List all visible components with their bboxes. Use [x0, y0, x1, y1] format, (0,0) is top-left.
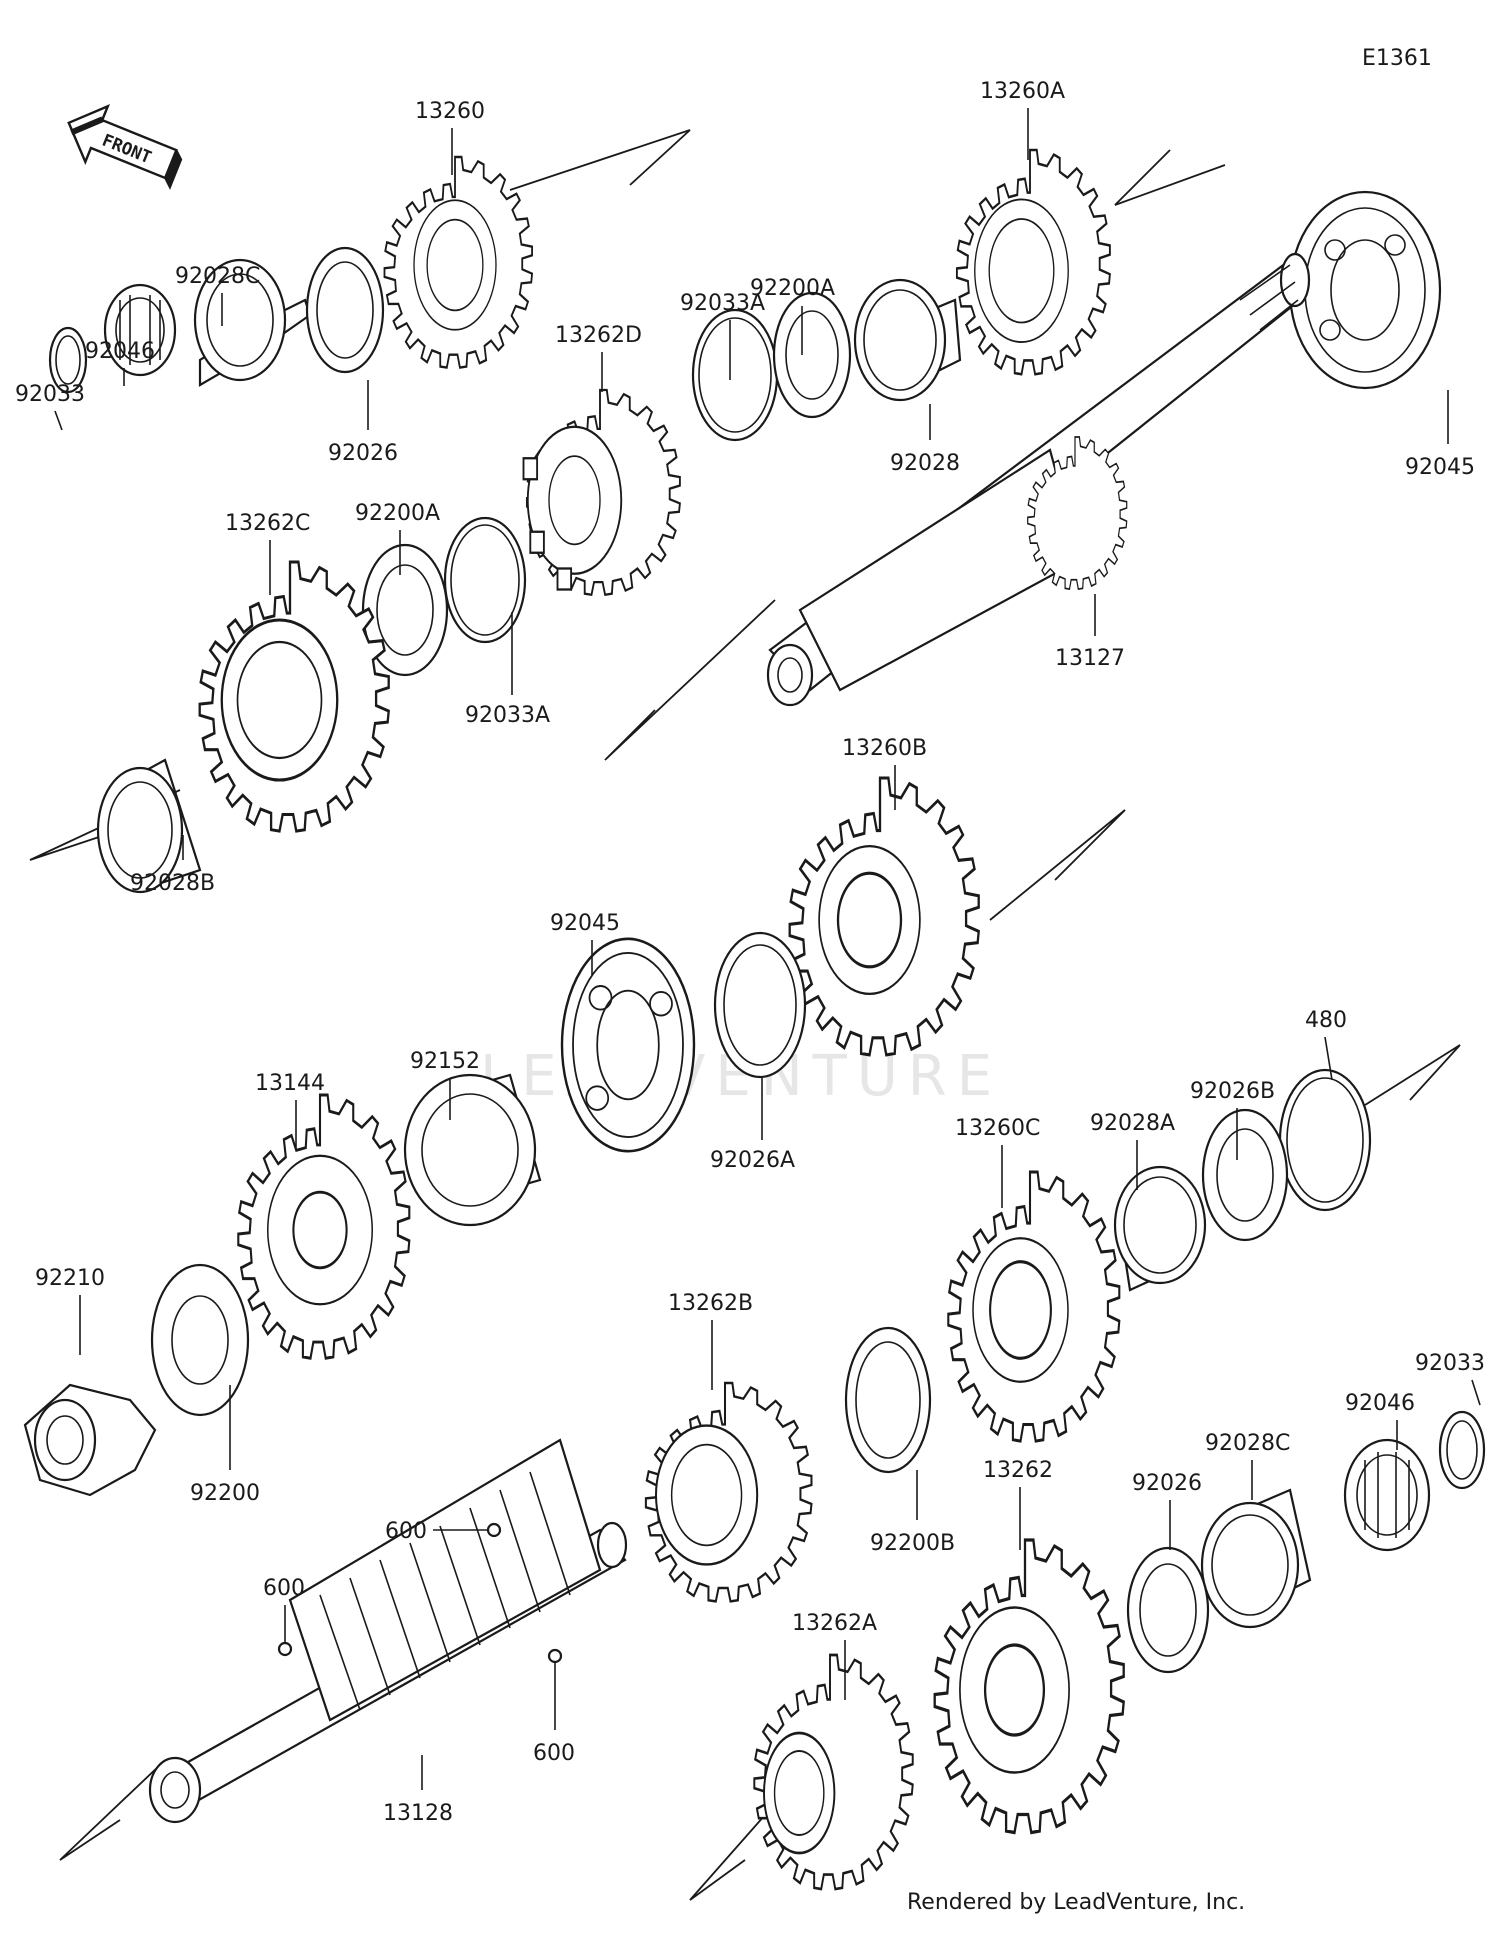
- label-13262c: 13262C: [225, 511, 310, 536]
- label-13127: 13127: [1055, 646, 1125, 671]
- label-92026a: 92026A: [710, 1148, 795, 1173]
- label-600-right: 600: [533, 1741, 575, 1766]
- label-92045-upper: 92045: [1405, 455, 1475, 480]
- label-13262b: 13262B: [668, 1291, 753, 1316]
- part-92026-washer: [305, 246, 385, 374]
- label-13262a: 13262A: [792, 1611, 877, 1636]
- part-92200b-washer: [844, 1326, 932, 1474]
- label-92026: 92026: [328, 441, 398, 466]
- label-92045-lower: 92045: [550, 911, 620, 936]
- part-92046-needle-bearing-lower: [1343, 1438, 1431, 1552]
- part-92045-bearing-lower: [560, 937, 696, 1153]
- part-92210-nut: [23, 1383, 157, 1497]
- label-600-top: 600: [385, 1519, 427, 1544]
- label-13260a: 13260A: [980, 79, 1065, 104]
- label-13262: 13262: [983, 1458, 1053, 1483]
- part-92028-collar: [853, 278, 962, 402]
- part-92152-collar: [403, 1073, 542, 1227]
- part-92033-circlip: [48, 326, 88, 394]
- label-92200: 92200: [190, 1481, 260, 1506]
- label-92026b: 92026B: [1190, 1079, 1275, 1104]
- part-480-circlip: [1278, 1068, 1372, 1212]
- part-13127-shaft: [766, 252, 1311, 707]
- label-480: 480: [1305, 1008, 1347, 1033]
- label-92028b: 92028B: [130, 871, 215, 896]
- front-arrow-icon: FRONT: [67, 104, 183, 190]
- part-92200-washer: [150, 1263, 250, 1417]
- label-13144: 13144: [255, 1071, 325, 1096]
- label-13260b: 13260B: [842, 736, 927, 761]
- part-92028c-collar-lower: [1200, 1488, 1312, 1629]
- part-92045-bearing-upper: [1288, 190, 1442, 390]
- part-13262d-gear: [522, 388, 682, 596]
- leader-lines: [54, 108, 1481, 1790]
- part-92026b-washer: [1201, 1108, 1289, 1242]
- part-13262a-gear: [753, 1653, 915, 1891]
- credit-text: Rendered by LeadVenture, Inc.: [907, 1890, 1246, 1915]
- label-92152: 92152: [410, 1049, 480, 1074]
- label-13260: 13260: [415, 99, 485, 124]
- label-92033: 92033: [15, 382, 85, 407]
- label-92046: 92046: [85, 339, 155, 364]
- part-92028a-collar: [1113, 1165, 1207, 1292]
- part-92046-needle-bearing: [103, 283, 177, 377]
- label-92026-lower: 92026: [1132, 1471, 1202, 1496]
- label-92200a-lower: 92200A: [355, 501, 440, 526]
- label-92028: 92028: [890, 451, 960, 476]
- part-92026a-washer: [713, 931, 807, 1079]
- label-92200b: 92200B: [870, 1531, 955, 1556]
- label-92028a: 92028A: [1090, 1111, 1175, 1136]
- part-92028c-collar: [193, 258, 312, 387]
- label-92028c-lower: 92028C: [1205, 1431, 1290, 1456]
- part-92033a-circlip-lower: [443, 516, 527, 644]
- label-92210: 92210: [35, 1266, 105, 1291]
- callout-labels: 13260 13260A 92028C 92046 92033 92026 13…: [15, 79, 1485, 1826]
- part-13260a-gear: [955, 148, 1112, 376]
- part-92026-washer-lower: [1126, 1546, 1210, 1674]
- label-600-left: 600: [263, 1576, 305, 1601]
- axis-lines-lower: [59, 809, 1461, 1901]
- label-13260c: 13260C: [955, 1116, 1040, 1141]
- label-92028c: 92028C: [175, 264, 260, 289]
- part-13260b-gear: [788, 776, 981, 1057]
- part-92033-circlip-lower: [1438, 1410, 1486, 1490]
- part-13262c-gear: [198, 560, 391, 833]
- part-13144-sprocket: [236, 1093, 411, 1360]
- label-92046-lower: 92046: [1345, 1391, 1415, 1416]
- label-13128: 13128: [383, 1801, 453, 1826]
- label-92033a-lower: 92033A: [465, 703, 550, 728]
- part-92200a-washer-upper: [772, 291, 852, 419]
- part-13260c-gear: [946, 1170, 1121, 1443]
- part-13262-gear: [933, 1538, 1126, 1835]
- diagram-code: E1361: [1362, 46, 1432, 71]
- part-13260-gear: [383, 155, 534, 369]
- label-92033-lower: 92033: [1415, 1351, 1485, 1376]
- label-92200a-upper: 92200A: [750, 276, 835, 301]
- part-13262b-gear: [644, 1381, 813, 1603]
- part-92033a-circlip-upper: [691, 308, 779, 442]
- label-92033a-upper: 92033A: [680, 291, 765, 316]
- part-13128-shaft: [148, 1438, 628, 1824]
- part-92028b-bearing: [96, 758, 202, 894]
- label-13262d: 13262D: [555, 323, 642, 348]
